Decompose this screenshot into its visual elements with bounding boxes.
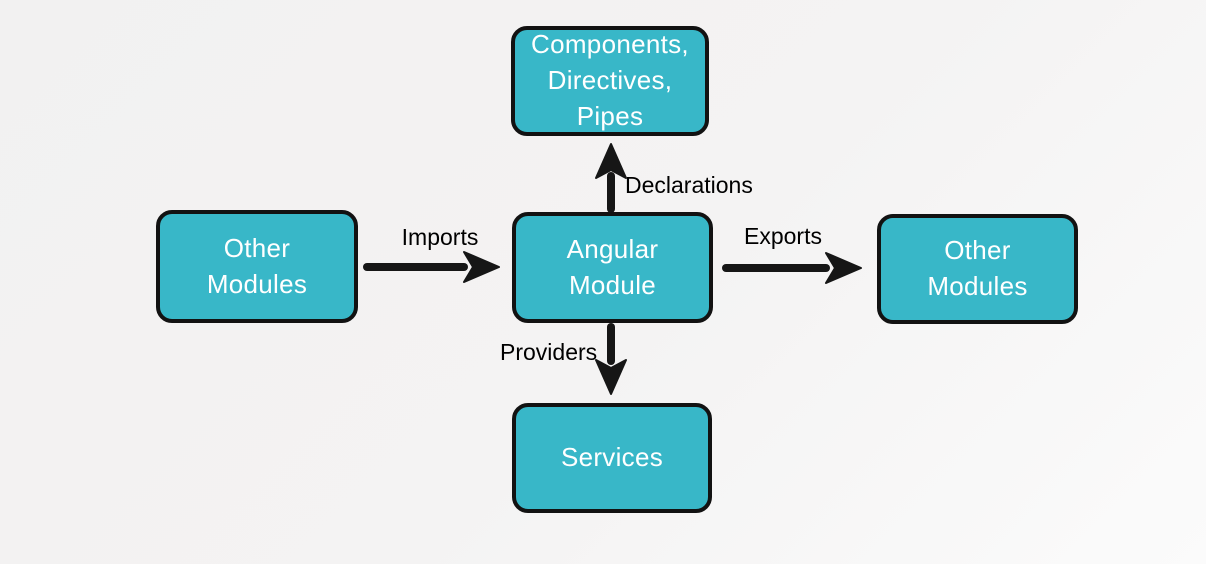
declarations-edge-label: Declarations — [625, 172, 753, 198]
providers-arrow — [595, 323, 627, 395]
imports-edge-label: Imports — [401, 224, 479, 250]
other-modules-right-node: Other Modules — [877, 214, 1078, 324]
declarations-arrow — [595, 143, 627, 213]
components-directives-pipes-node: Components, Directives, Pipes — [511, 26, 709, 136]
providers-edge-label: Providers — [500, 339, 598, 365]
services-node: Services — [512, 403, 712, 513]
imports-arrow — [363, 251, 500, 283]
other-modules-left-node: Other Modules — [156, 210, 358, 323]
exports-edge-label: Exports — [744, 223, 822, 249]
angular-module-node: Angular Module — [512, 212, 713, 323]
exports-arrow — [722, 252, 862, 284]
